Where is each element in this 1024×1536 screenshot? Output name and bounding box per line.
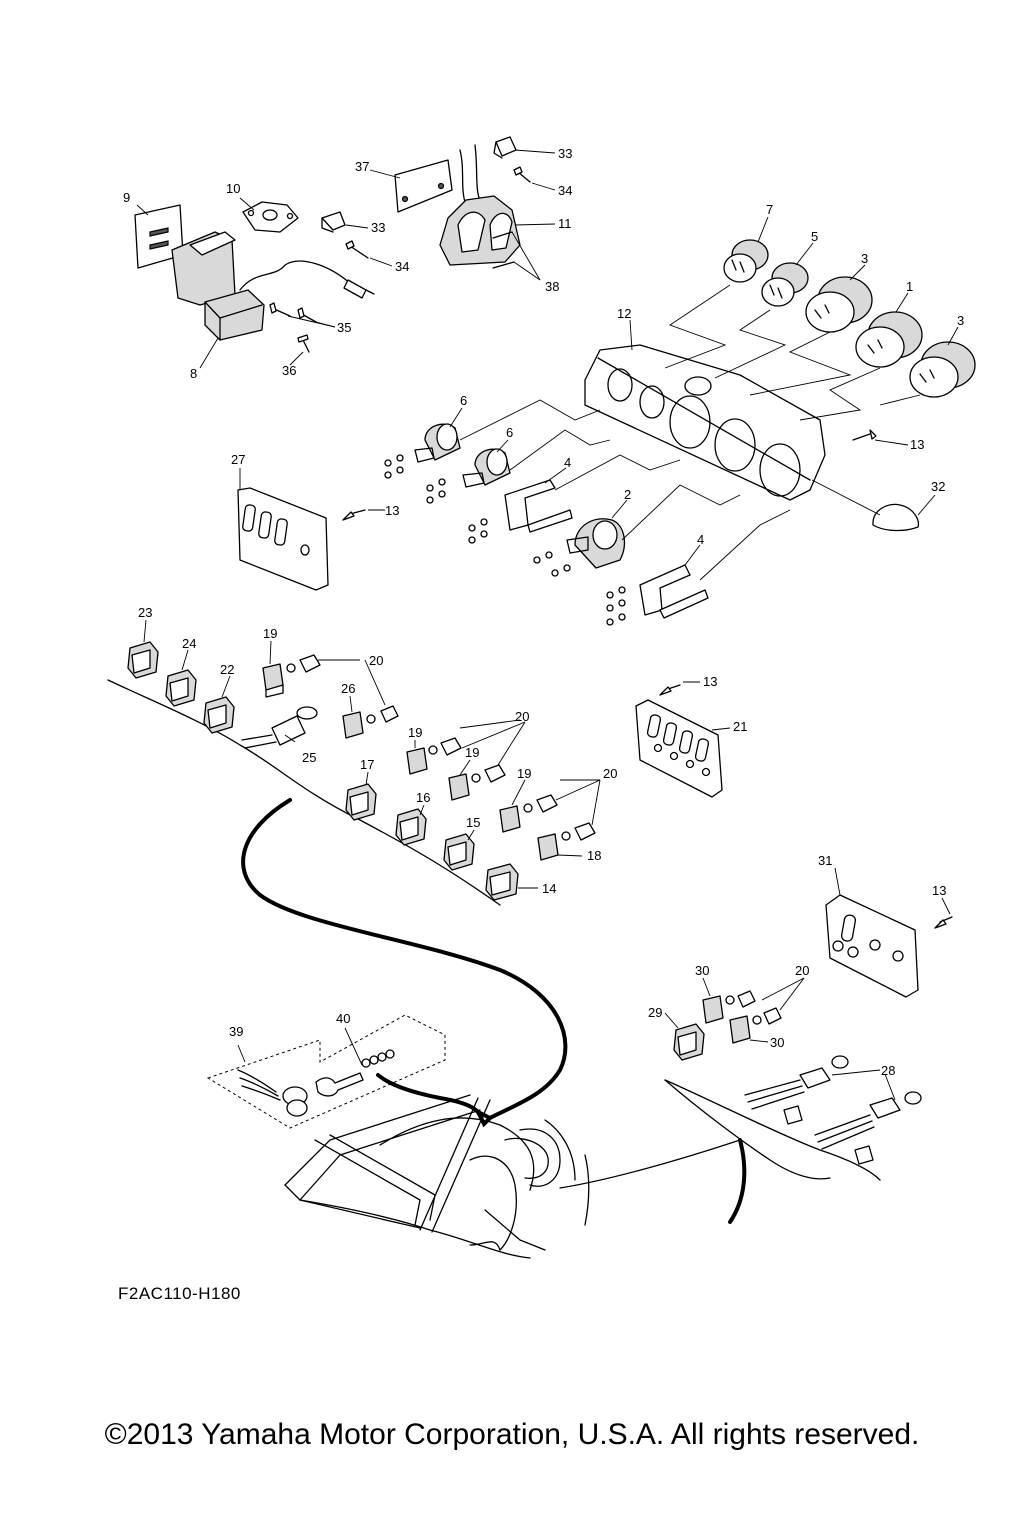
- callout-20: 20: [795, 963, 809, 978]
- meter-brackets-group: [384, 399, 791, 626]
- boat-console-outline: [284, 1094, 590, 1259]
- callout-13: 13: [910, 437, 924, 452]
- callout-39: 39: [229, 1024, 243, 1039]
- callout-19: 19: [408, 725, 422, 740]
- callout-35: 35: [337, 320, 351, 335]
- switch-housing-group: [321, 136, 556, 281]
- callout-6: 6: [460, 393, 467, 408]
- callout-33: 33: [558, 146, 572, 161]
- callout-19: 19: [517, 766, 531, 781]
- callout-34: 34: [395, 259, 409, 274]
- callout-12: 12: [617, 306, 631, 321]
- callout-29: 29: [648, 1005, 662, 1020]
- callout-30: 30: [695, 963, 709, 978]
- switch-plate-27: [237, 468, 385, 591]
- callout-19: 19: [263, 626, 277, 641]
- callout-9: 9: [123, 190, 130, 205]
- diagram-code: F2AC110-H180: [118, 1284, 241, 1303]
- copyright-notice: ©2013 Yamaha Motor Corporation, U.S.A. A…: [104, 1418, 920, 1451]
- callout-30: 30: [770, 1035, 784, 1050]
- callout-5: 5: [811, 229, 818, 244]
- callout-1: 1: [906, 279, 913, 294]
- rocker-switch-group: [107, 619, 601, 906]
- callout-25: 25: [302, 750, 316, 765]
- callout-28: 28: [881, 1063, 895, 1078]
- callout-40: 40: [336, 1011, 350, 1026]
- callout-31: 31: [818, 853, 832, 868]
- callout-3: 3: [861, 251, 868, 266]
- callout-6: 6: [506, 425, 513, 440]
- callout-19: 19: [465, 745, 479, 760]
- callout-32: 32: [931, 479, 945, 494]
- callout-13: 13: [932, 883, 946, 898]
- right-switch-group: [664, 867, 953, 1181]
- callout-20: 20: [369, 653, 383, 668]
- callout-22: 22: [220, 662, 234, 677]
- callout-14: 14: [542, 881, 556, 896]
- callout-16: 16: [416, 790, 430, 805]
- switch-kit-inset: [206, 1014, 446, 1129]
- frame-line-right: [664, 1079, 831, 1180]
- callout-3: 3: [957, 313, 964, 328]
- callout-4: 4: [564, 455, 571, 470]
- callout-8: 8: [190, 366, 197, 381]
- callout-labels: 1 2 3 3 4 4 5 6 6 7 8 9 10 11 12 13 13 1…: [123, 146, 964, 1078]
- callout-20: 20: [515, 709, 529, 724]
- callout-27: 27: [231, 452, 245, 467]
- wire-harness-routing: [241, 798, 747, 1224]
- switch-plate-21: [635, 681, 731, 798]
- bracket-assembly-group: [134, 197, 375, 369]
- gauge-cluster-group: [584, 216, 976, 532]
- callout-21: 21: [733, 719, 747, 734]
- callout-33: 33: [371, 220, 385, 235]
- callout-13: 13: [703, 674, 717, 689]
- callout-13: 13: [385, 503, 399, 518]
- callout-7: 7: [766, 202, 773, 217]
- callout-20: 20: [603, 766, 617, 781]
- callout-2: 2: [624, 487, 631, 502]
- callout-4: 4: [697, 532, 704, 547]
- callout-24: 24: [182, 636, 196, 651]
- callout-36: 36: [282, 363, 296, 378]
- callout-10: 10: [226, 181, 240, 196]
- callout-17: 17: [360, 757, 374, 772]
- callout-34: 34: [558, 183, 572, 198]
- callout-37: 37: [355, 159, 369, 174]
- callout-18: 18: [587, 848, 601, 863]
- callout-38: 38: [545, 279, 559, 294]
- callout-23: 23: [138, 605, 152, 620]
- washer-nut-set: [384, 454, 626, 626]
- callout-26: 26: [341, 681, 355, 696]
- callout-11: 11: [558, 216, 572, 231]
- callout-15: 15: [466, 815, 480, 830]
